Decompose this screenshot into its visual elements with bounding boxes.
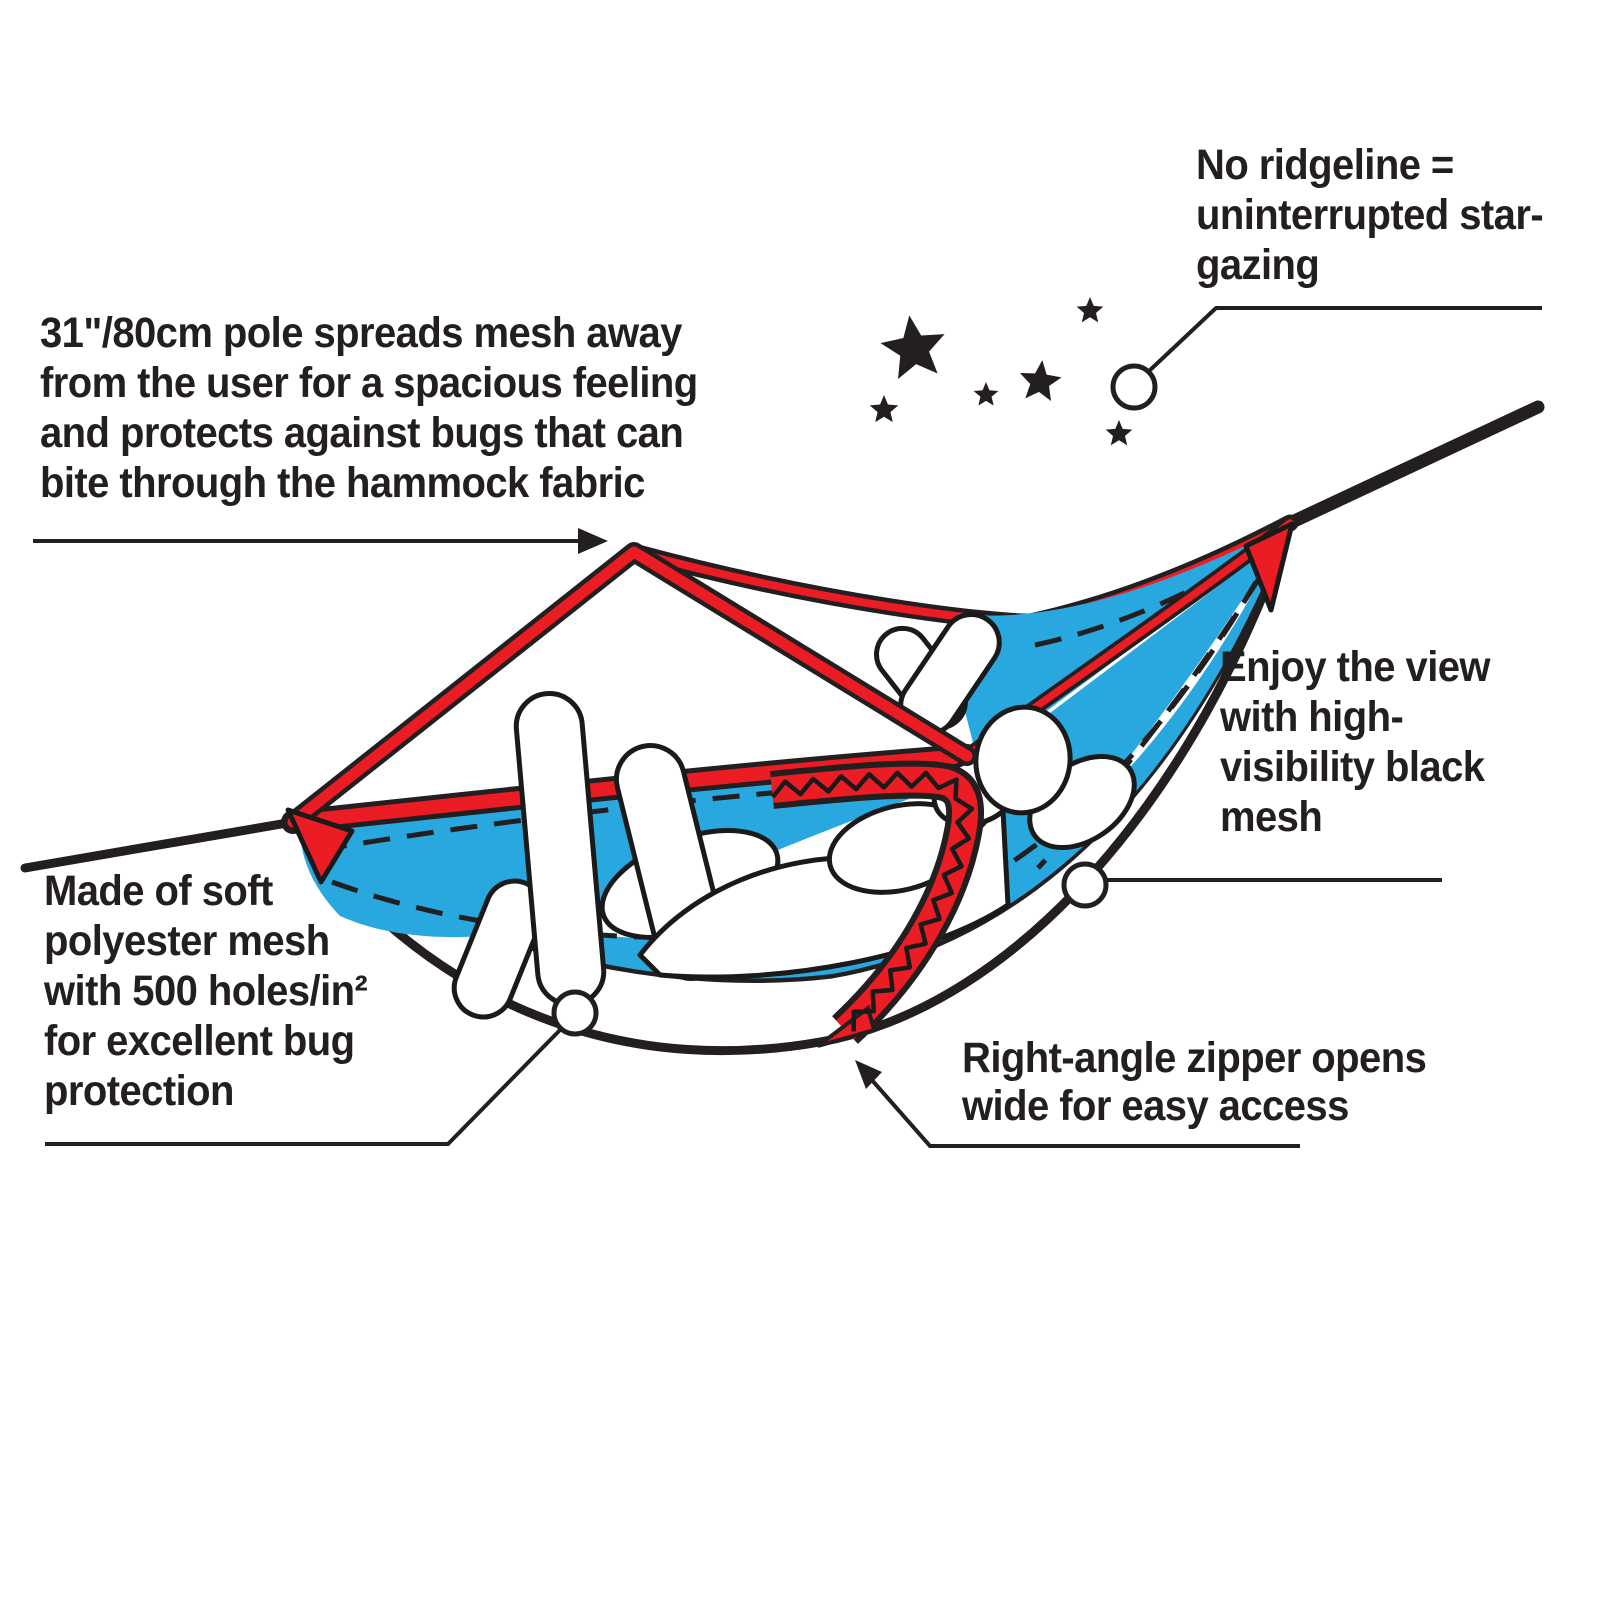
pole-note-arrowhead: [578, 528, 608, 554]
zipper-teeth: [770, 770, 975, 1032]
zipper-annotation: Right-angle zipper opens wide for easy a…: [962, 1034, 1427, 1130]
right-suspension-line: [1283, 400, 1545, 530]
star-icon: [869, 395, 899, 423]
view-annotation: Enjoy the view with high- visibility bla…: [1220, 643, 1491, 841]
ridgeline-annotation: No ridgeline = uninterrupted star- gazin…: [1196, 141, 1544, 289]
stars: [869, 297, 1133, 446]
right-angle-zipper: [770, 760, 985, 1048]
pole-annotation: 31"/80cm pole spreads mesh away from the…: [40, 309, 698, 507]
spreader-pole: [283, 542, 977, 832]
zipper-tip: [816, 1004, 877, 1048]
star-icon: [1019, 360, 1062, 402]
star-icon: [973, 382, 999, 406]
star-icon: [1105, 420, 1133, 446]
callout-leaders: [33, 306, 1542, 1148]
mesh-callout-dot: [551, 989, 599, 1037]
right-anchor-wedge: [1243, 521, 1295, 613]
ridgeline-callout-dot: [1110, 363, 1158, 411]
star-icon: [880, 315, 945, 380]
left-suspension-line: [20, 817, 298, 873]
mesh-leader: [45, 1027, 563, 1146]
star-icon: [1076, 297, 1104, 323]
mesh-annotation: Made of soft polyester mesh with 500 hol…: [44, 867, 368, 1115]
zipper-arrowhead: [855, 1060, 882, 1089]
callout-dots: [551, 363, 1158, 1037]
zipper-leader: [869, 1077, 1300, 1148]
person-foot: [451, 878, 547, 1020]
left-anchor-wedge: [285, 807, 355, 885]
view-callout-dot: [1061, 861, 1109, 909]
ridgeline-leader: [1146, 306, 1542, 374]
